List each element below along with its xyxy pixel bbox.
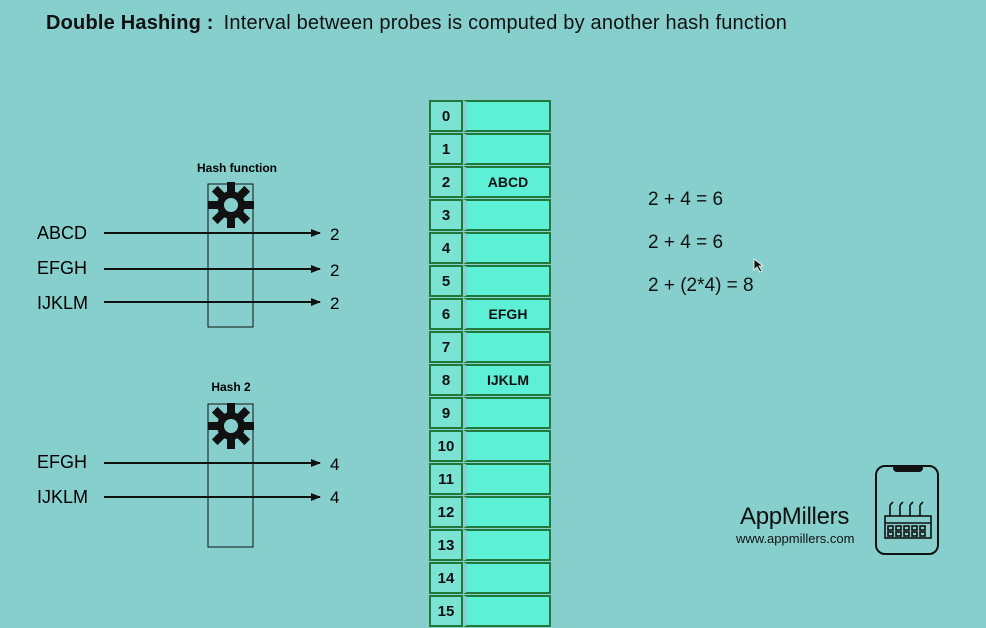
hash1-output-abcd: 2 xyxy=(330,225,339,244)
table-row: 5 xyxy=(429,265,551,297)
table-row: 14 xyxy=(429,562,551,594)
table-index-cell: 10 xyxy=(429,430,463,462)
slide-title: Double Hashing : Interval between probes … xyxy=(46,12,787,35)
table-index-cell: 14 xyxy=(429,562,463,594)
table-index-cell: 1 xyxy=(429,133,463,165)
title-bold: Double Hashing : xyxy=(46,12,214,34)
table-index-cell: 11 xyxy=(429,463,463,495)
table-value-cell xyxy=(463,397,551,429)
gear-icon xyxy=(208,182,254,228)
brand-name: AppMillers xyxy=(740,503,850,530)
table-index-cell: 15 xyxy=(429,595,463,627)
mouse-cursor-icon xyxy=(753,258,765,273)
hash1-output-ijklm: 2 xyxy=(330,294,339,313)
hash1-input-key-ijklm: IJKLM xyxy=(37,293,88,313)
table-index-cell: 5 xyxy=(429,265,463,297)
hash-function-label: Hash function xyxy=(197,161,277,175)
hash1-input-key-abcd: ABCD xyxy=(37,223,87,243)
table-value-cell xyxy=(463,232,551,264)
table-value-cell: ABCD xyxy=(463,166,551,198)
table-index-cell: 13 xyxy=(429,529,463,561)
table-value-cell: IJKLM xyxy=(463,364,551,396)
hash2-label: Hash 2 xyxy=(211,380,251,394)
hash2-output-efgh: 4 xyxy=(330,455,339,474)
table-value-cell: EFGH xyxy=(463,298,551,330)
table-row: 1 xyxy=(429,133,551,165)
table-value-cell xyxy=(463,595,551,627)
hash2-input-key-efgh: EFGH xyxy=(37,452,87,472)
table-row: 10 xyxy=(429,430,551,462)
equation-3: 2 + (2*4) = 8 xyxy=(648,275,754,296)
table-index-cell: 3 xyxy=(429,199,463,231)
table-row: 3 xyxy=(429,199,551,231)
phone-frame xyxy=(875,465,939,555)
table-value-cell xyxy=(463,496,551,528)
table-index-cell: 0 xyxy=(429,100,463,132)
table-row: 12 xyxy=(429,496,551,528)
table-index-cell: 6 xyxy=(429,298,463,330)
table-index-cell: 4 xyxy=(429,232,463,264)
hashing-diagram: Hash function ABCD 2 EFGH 2 IJKLM 2 Hash… xyxy=(37,161,932,548)
table-row: 4 xyxy=(429,232,551,264)
table-row: 15 xyxy=(429,595,551,627)
table-row: 13 xyxy=(429,529,551,561)
table-index-cell: 8 xyxy=(429,364,463,396)
table-value-cell xyxy=(463,529,551,561)
table-value-cell xyxy=(463,199,551,231)
table-value-cell xyxy=(463,430,551,462)
table-value-cell xyxy=(463,331,551,363)
brand-url: www.appmillers.com xyxy=(736,531,855,546)
table-value-cell xyxy=(463,562,551,594)
table-value-cell xyxy=(463,133,551,165)
equation-2: 2 + 4 = 6 xyxy=(648,232,724,253)
gear-icon xyxy=(208,403,254,449)
table-index-cell: 12 xyxy=(429,496,463,528)
table-index-cell: 9 xyxy=(429,397,463,429)
table-row: 7 xyxy=(429,331,551,363)
table-value-cell xyxy=(463,463,551,495)
table-value-cell xyxy=(463,100,551,132)
title-rest: Interval between probes is computed by a… xyxy=(223,12,788,34)
hash2-output-ijklm: 4 xyxy=(330,488,339,507)
table-row: 0 xyxy=(429,100,551,132)
factory-icon xyxy=(884,501,932,539)
hash2-input-key-ijklm: IJKLM xyxy=(37,487,88,507)
table-value-cell xyxy=(463,265,551,297)
equation-1: 2 + 4 = 6 xyxy=(648,189,724,210)
table-index-cell: 7 xyxy=(429,331,463,363)
hash1-output-efgh: 2 xyxy=(330,261,339,280)
table-row: 9 xyxy=(429,397,551,429)
table-index-cell: 2 xyxy=(429,166,463,198)
hash1-input-key-efgh: EFGH xyxy=(37,258,87,278)
table-row: 11 xyxy=(429,463,551,495)
phone-notch xyxy=(893,467,923,472)
